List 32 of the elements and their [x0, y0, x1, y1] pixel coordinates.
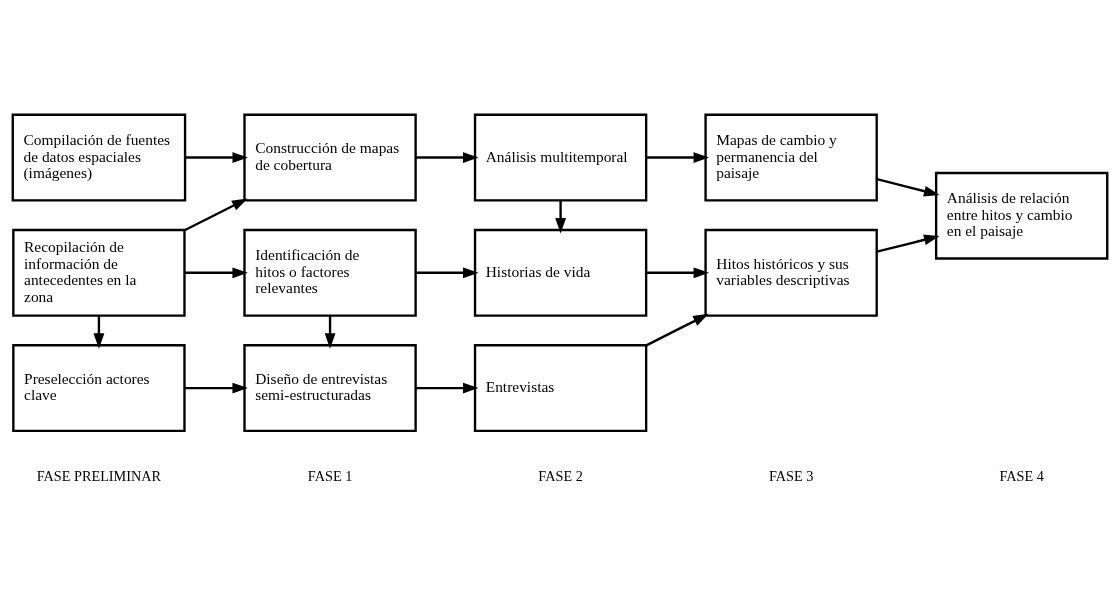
node-box: Compilación de fuentes de datos espaciales (imágenes) [11, 113, 187, 202]
arrow [555, 200, 566, 234]
arrow [415, 267, 479, 279]
arrow [184, 382, 248, 394]
arrow [184, 198, 248, 232]
arrow [646, 267, 710, 279]
arrow [184, 267, 248, 279]
arrow [93, 316, 105, 349]
arrow [415, 152, 479, 163]
node-box: Análisis de relación entre hitos y cambio en el paisaje [934, 171, 1109, 260]
arrow [876, 234, 940, 253]
node-box: Hitos históricos y sus variables descriptivas [704, 228, 878, 317]
label: FASE 4 [999, 467, 1044, 484]
label: FASE 3 [768, 467, 814, 484]
node-box: Preselección actores clave [12, 344, 186, 433]
arrow [876, 178, 940, 197]
arrow [646, 152, 710, 163]
node-box: Construcción de mapas de cobertura [243, 113, 417, 202]
label: FASE 1 [307, 467, 353, 484]
node-box: Identificación de hitos o factores relevantes [243, 228, 417, 317]
node-box: Mapas de cambio y permanencia del paisaje [704, 113, 878, 202]
node-box: Análisis multitemporal [473, 113, 648, 202]
label: FASE PRELIMINAR [36, 467, 162, 484]
label: FASE 2 [538, 467, 583, 484]
arrow [645, 313, 709, 347]
node-box: Diseño de entrevistas semi-estructuradas [243, 344, 417, 433]
arrow [185, 152, 248, 163]
arrow [324, 316, 336, 349]
node-box: Recopilación de información de antecedentes en la zona [12, 228, 186, 317]
node-box: Entrevistas [473, 344, 648, 433]
node-box: Historias de vida [473, 228, 648, 317]
arrow [415, 382, 479, 394]
